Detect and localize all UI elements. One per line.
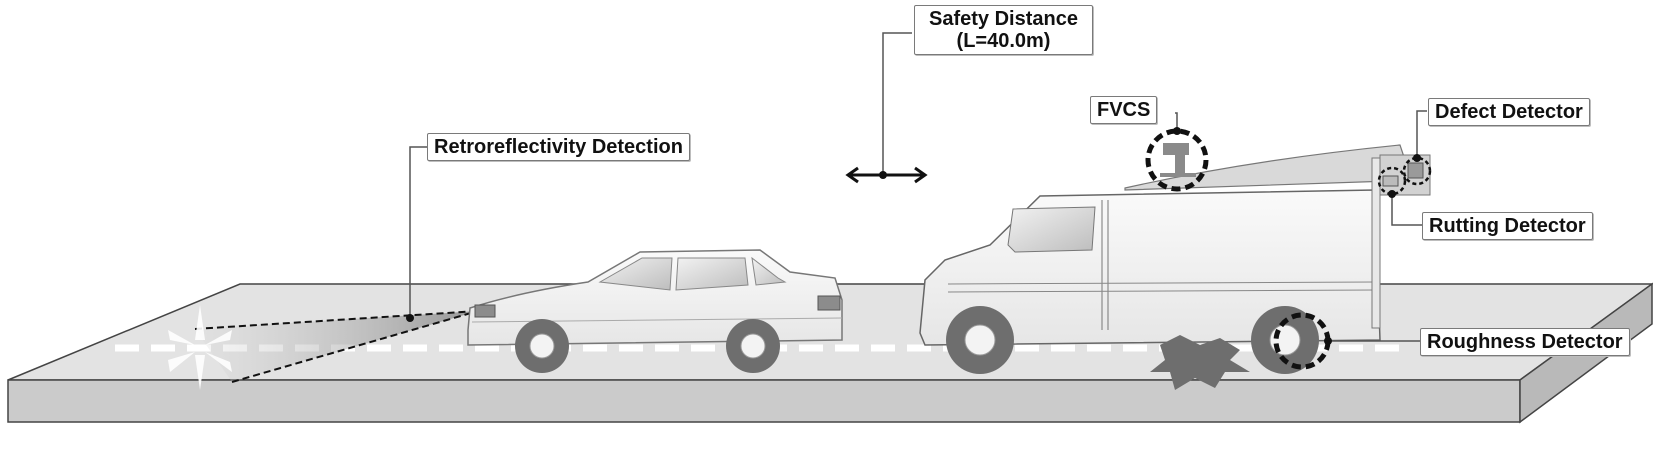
roughness-detector-text: Roughness Detector: [1427, 331, 1623, 353]
rutting-callout-ring: [1377, 166, 1407, 196]
impact-burst-icon: [1150, 335, 1250, 390]
retroreflectivity-text: Retroreflectivity Detection: [434, 136, 683, 158]
defect-callout-ring: [1402, 156, 1432, 186]
defect-detector-label: Defect Detector: [1428, 98, 1590, 126]
leader-dots: [406, 127, 1421, 345]
rear-sensor-mast: [1371, 157, 1381, 329]
fvcs-text: FVCS: [1097, 99, 1151, 121]
rutting-detector-label: Rutting Detector: [1422, 212, 1593, 240]
safety-distance-title: Safety Distance: [929, 8, 1078, 30]
fvcs-label: FVCS: [1090, 96, 1158, 124]
sedan-car: [467, 249, 843, 373]
fvcs-callout-ring: [1145, 128, 1209, 192]
defect-detector-unit: [1407, 162, 1424, 179]
leader-lines: [409, 32, 1427, 342]
safety-distance-label: Safety Distance (L=40.0m): [914, 5, 1093, 55]
survey-van: [919, 143, 1431, 390]
roughness-detector-label: Roughness Detector: [1420, 328, 1630, 356]
defect-detector-text: Defect Detector: [1435, 101, 1583, 123]
retroreflectivity-label: Retroreflectivity Detection: [427, 133, 690, 161]
safety-distance-value: (L=40.0m): [956, 30, 1051, 52]
safety-distance-arrow-icon: [845, 166, 928, 184]
road-front-side: [7, 379, 1521, 423]
fvcs-camera: [1160, 143, 1196, 177]
rutting-detector-unit: [1382, 175, 1399, 187]
rutting-detector-text: Rutting Detector: [1429, 215, 1586, 237]
sparkle-icon: [168, 305, 232, 390]
retroreflectivity-beam: [168, 305, 479, 390]
